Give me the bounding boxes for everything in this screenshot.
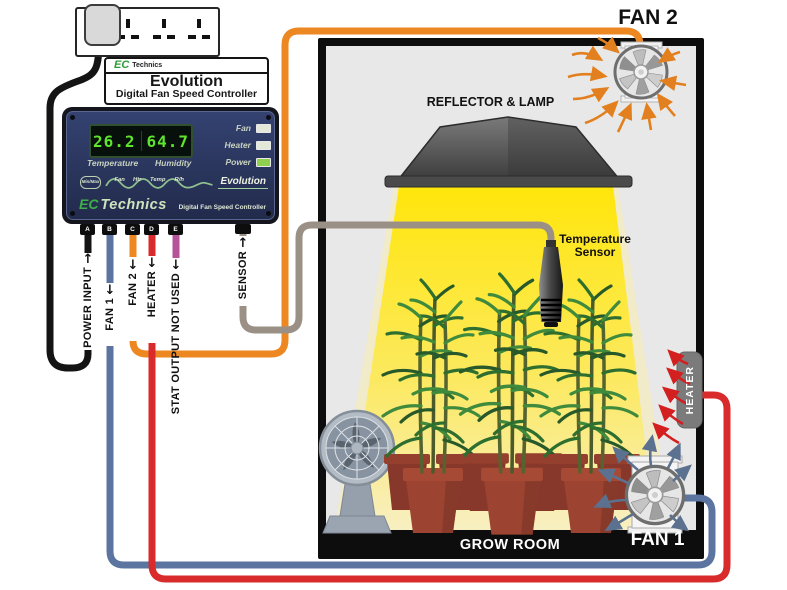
minmax-button[interactable]: Min/Max	[80, 176, 101, 189]
temp-button[interactable]: Temp	[150, 177, 166, 183]
temperature-reading: 26.2	[92, 131, 136, 151]
wire-label-fan2: ↓ FAN 2	[126, 258, 139, 306]
reflector-lamp	[384, 116, 633, 188]
terminal-a: A	[80, 224, 95, 235]
circulation-fan	[318, 409, 396, 534]
socket	[152, 17, 176, 47]
ec-logo-text: Technics	[132, 62, 163, 69]
heater-label: HEATER	[683, 365, 696, 415]
wire-label-heater: ↓ HEATER	[145, 256, 158, 318]
power-led	[256, 157, 271, 167]
temperature-sensor-probe	[539, 240, 563, 327]
technics-logo: Technics	[100, 197, 167, 213]
fan1-arrows	[593, 434, 692, 532]
wire-label-sensor: ↑ SENSOR	[236, 236, 249, 300]
fan-led-label: Fan	[235, 123, 251, 133]
heater-led	[256, 140, 271, 150]
fan-led	[256, 123, 271, 133]
wire-label-power-input: ↑ POWER INPUT	[81, 252, 94, 348]
terminal-sensor	[235, 224, 251, 234]
power-wire	[46, 39, 103, 372]
ec-logo: EC	[114, 59, 130, 71]
down-arrow-icon: ↓	[146, 256, 158, 271]
grow-room-label: GROW ROOM	[459, 537, 561, 553]
heater-led-label: Heater	[224, 140, 251, 150]
mode-wave: Fan Htr Temp R/h	[105, 177, 213, 189]
power-led-label: Power	[225, 157, 251, 167]
power-plug	[84, 4, 121, 46]
humidity-reading: 64.7	[146, 131, 190, 151]
fan2-arrows	[567, 36, 687, 133]
terminal-d: D	[144, 224, 159, 235]
controller-footer: Digital Fan Speed Controller	[178, 204, 266, 211]
fan1-title: FAN 1	[630, 529, 685, 550]
heater-arrows	[652, 349, 691, 445]
reflector-label: REFLECTOR & LAMP	[426, 95, 555, 109]
wire-label-fan1: ↓ FAN 1	[103, 283, 116, 331]
product-label: EC Technics Evolution Digital Fan Speed …	[104, 57, 269, 105]
humidity-label: Humidity	[155, 158, 192, 168]
socket	[116, 17, 140, 47]
fan-speed-controller: 26.2 64.7 Temperature Humidity Fan Heate…	[62, 107, 279, 224]
wire-label-stat-output: ↓ STAT OUTPUT NOT USED	[169, 258, 182, 415]
socket	[187, 17, 211, 47]
product-name: Evolution	[150, 73, 223, 90]
down-arrow-icon: ↓	[127, 258, 139, 273]
down-arrow-icon: ↓	[170, 258, 182, 273]
down-arrow-icon: ↓	[104, 283, 116, 298]
up-arrow-icon: ↑	[237, 236, 249, 251]
terminal-b: B	[102, 224, 117, 235]
fan2-title: FAN 2	[618, 6, 678, 29]
terminal-e: E	[168, 224, 183, 235]
fan-button[interactable]: Fan	[114, 177, 125, 183]
rh-button[interactable]: R/h	[175, 177, 185, 183]
htr-button[interactable]: Htr	[133, 177, 142, 183]
fan2-unit	[613, 41, 669, 103]
ec-logo: EC	[79, 196, 99, 212]
evolution-brand: Evolution	[218, 176, 268, 189]
lcd-display: 26.2 64.7	[89, 124, 193, 158]
terminal-c: C	[125, 224, 140, 235]
temperature-sensor-label: Temperature Sensor	[559, 232, 631, 259]
product-subtitle: Digital Fan Speed Controller	[115, 88, 258, 100]
up-arrow-icon: ↑	[82, 252, 94, 267]
controller-panel: 26.2 64.7 Temperature Humidity Fan Heate…	[66, 111, 275, 220]
temperature-label: Temperature	[87, 158, 139, 168]
